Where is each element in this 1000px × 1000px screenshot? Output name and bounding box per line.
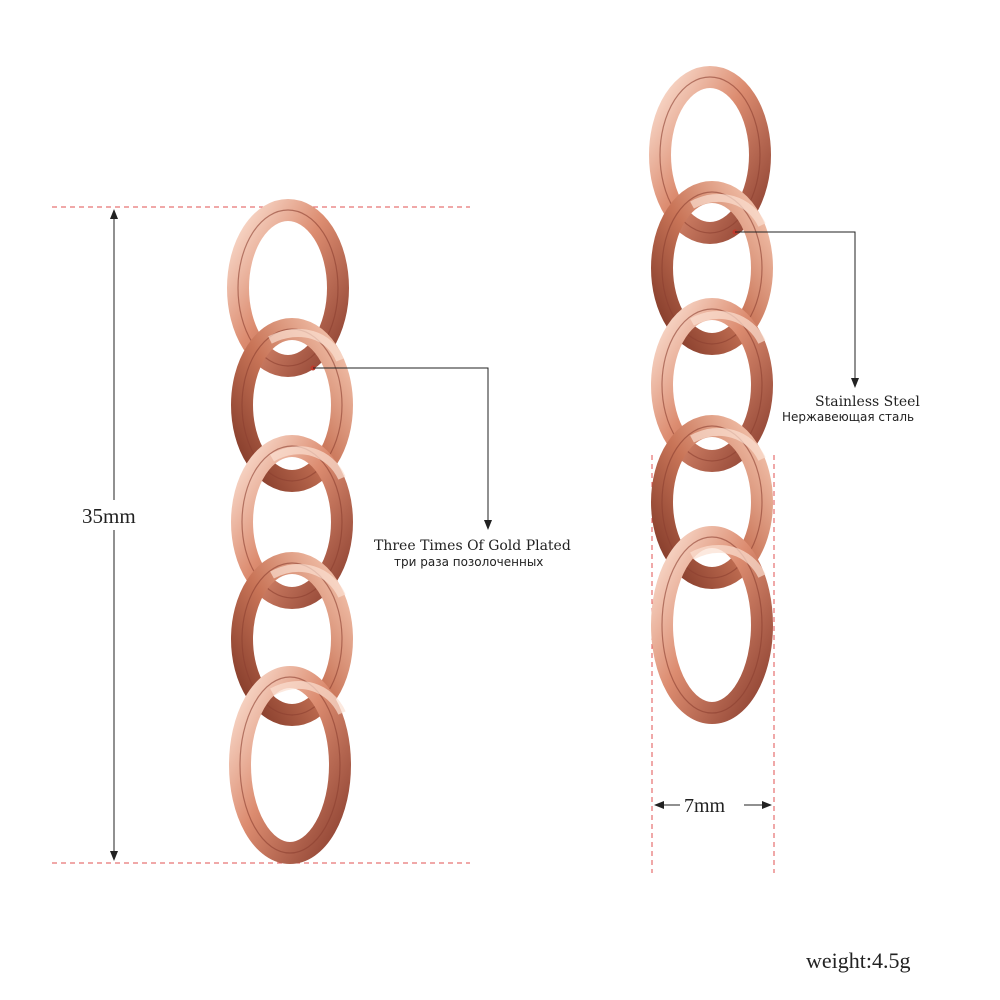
link-overlap-highlight [270, 564, 346, 598]
link-overlap-highlight [690, 544, 766, 578]
chain-link [229, 666, 351, 864]
chain-link [651, 415, 773, 589]
width-arrow-left-icon [654, 801, 664, 809]
steel-callout-arrow-icon [851, 378, 859, 388]
gold-callout-line [313, 367, 489, 520]
chain-link [651, 298, 773, 472]
steel-callout-line [735, 231, 856, 378]
link-overlap-highlight [690, 193, 766, 227]
left-earring-chain [227, 199, 353, 864]
width-dimension-label: 7mm [684, 795, 726, 817]
stainless-steel-label-ru: Нержавеющая сталь [782, 410, 915, 424]
length-dimension-label: 35mm [82, 504, 136, 528]
chain-link [651, 181, 773, 355]
right-earring-chain [649, 66, 773, 724]
link-overlap-highlight [690, 310, 766, 344]
link-overlap-highlight [268, 328, 344, 362]
gold-plating-label-ru: три раза позолоченных [394, 555, 544, 569]
chain-link [649, 66, 771, 244]
link-overlap-highlight [270, 681, 346, 715]
gold-callout-arrow-icon [484, 520, 492, 530]
chain-link [227, 199, 349, 377]
length-label-backdrop [80, 500, 150, 530]
chain-link [651, 526, 773, 724]
chain-link [231, 318, 353, 492]
link-overlap-highlight [690, 427, 766, 461]
width-arrow-right-icon [762, 801, 772, 809]
length-arrow-top-icon [110, 209, 118, 219]
stainless-steel-label-en: Stainless Steel [815, 394, 920, 410]
weight-label: weight:4.5g [806, 948, 911, 973]
link-overlap-highlight [270, 446, 346, 480]
chain-link [231, 552, 353, 726]
chain-link [231, 435, 353, 609]
gold-plating-label-en: Three Times Of Gold Plated [374, 538, 571, 554]
length-arrow-bottom-icon [110, 851, 118, 861]
